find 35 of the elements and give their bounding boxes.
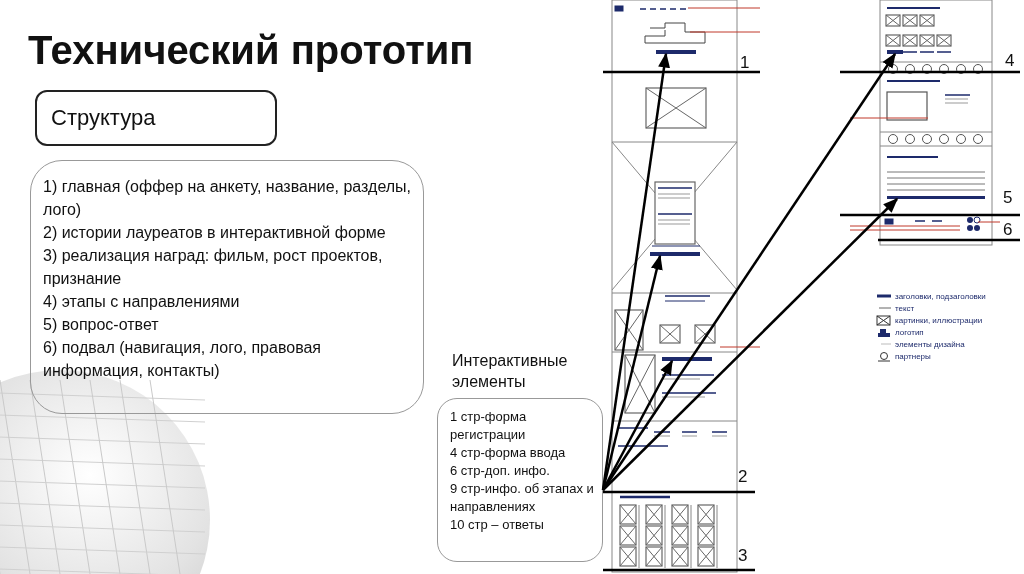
page-number: 4 (1005, 51, 1015, 71)
list-item: 5) вопрос-ответ (43, 315, 160, 335)
legend-text: элементы дизайна (895, 340, 965, 350)
page-number: 1 (740, 53, 750, 73)
list-item: 6) подвал (навигация, лого, правовая информация, контакты) (43, 338, 322, 381)
page-number: 6 (1003, 220, 1013, 240)
legend-text: партнеры (895, 352, 931, 362)
arrow (602, 197, 899, 491)
list-item: 10 стр – ответы (450, 516, 545, 534)
list-item: 1) главная (оффер на анкету, название, разделы, лого) (43, 177, 413, 220)
heading-bar (887, 50, 903, 54)
arrow (601, 254, 663, 491)
list-item: 2) истории лауреатов в интерактивной форме (43, 223, 387, 243)
list-item: 3) реализация наград: фильм, рост проектов, признание (43, 246, 384, 289)
info-card (30, 160, 424, 414)
page-number: 3 (738, 546, 748, 566)
list-item: 4 стр-форма ввода (450, 444, 567, 462)
page-number: 2 (738, 467, 748, 487)
section-heading: Интерактивные элементы (452, 351, 569, 392)
heading-bar (650, 252, 700, 256)
page-number: 5 (1003, 188, 1013, 208)
heading-bar (662, 357, 712, 361)
slide-title: Технический прототип (28, 28, 474, 73)
list-item: 9 стр-инфо. об этапах и направлениях (450, 480, 595, 516)
heading-bar (887, 196, 985, 199)
list-item: 6 стр-доп. инфо. (450, 462, 551, 480)
list-item: 1 стр-форма регистрации (450, 408, 528, 444)
section-box: Структура (35, 90, 277, 146)
legend-text: текст (895, 304, 915, 314)
arrow (601, 52, 897, 491)
legend-text: картинки, иллюстрации (895, 316, 983, 326)
legend-text: логотип (895, 328, 924, 338)
list-item: 4) этапы с направлениями (43, 292, 241, 312)
heading-bar (656, 50, 696, 54)
legend-text: заголовки, подзаголовки (895, 292, 986, 302)
